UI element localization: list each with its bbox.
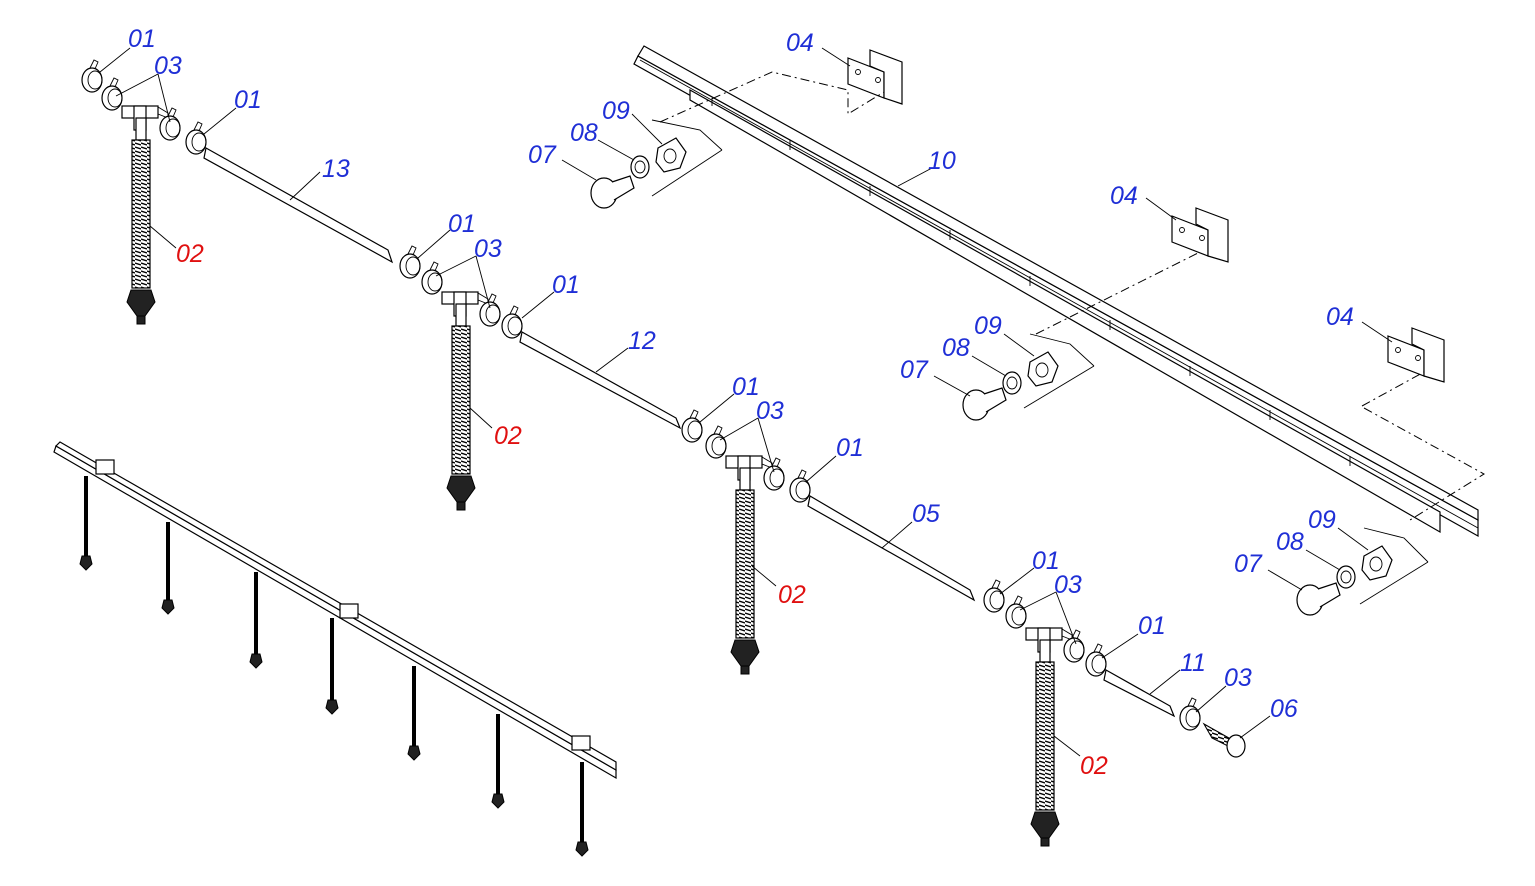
hose-clamp <box>1005 595 1027 629</box>
washer <box>1002 371 1022 395</box>
assembled-boom-overview <box>53 441 617 857</box>
mounting-bracket <box>1387 327 1445 383</box>
callout-09: 09 <box>602 97 630 125</box>
callout-07: 07 <box>1234 550 1263 578</box>
boom-section-1 <box>81 59 394 325</box>
callout-02: 02 <box>176 240 204 268</box>
nozzle-drop-hose <box>126 117 156 325</box>
callout-01: 01 <box>732 373 760 401</box>
hose-clamp <box>1085 643 1107 677</box>
rail-channel <box>633 45 1479 538</box>
callout-07: 07 <box>528 141 557 169</box>
callout-01: 01 <box>552 271 580 299</box>
callout-01: 01 <box>1138 612 1166 640</box>
leader-lines <box>99 47 1393 757</box>
callout-01: 01 <box>128 25 156 53</box>
bolt-set <box>962 333 1095 421</box>
hose-section-05 <box>807 495 976 602</box>
nozzle-drop-hose <box>446 303 476 511</box>
callout-04: 04 <box>1110 182 1138 210</box>
assembly-centerlines <box>659 71 1485 521</box>
callout-08: 08 <box>570 119 598 147</box>
hose-section-11 <box>1103 669 1176 718</box>
callout-04: 04 <box>1326 303 1354 331</box>
hose-clamp <box>789 469 811 503</box>
callout-01: 01 <box>448 210 476 238</box>
callout-08: 08 <box>942 334 970 362</box>
hose-clamp <box>421 261 443 295</box>
hose-clamp <box>763 457 785 491</box>
washer <box>630 155 650 179</box>
callout-03: 03 <box>474 235 502 263</box>
hose-clamp <box>399 245 421 279</box>
callout-11: 11 <box>1180 649 1206 677</box>
callout-01: 01 <box>234 86 262 114</box>
callout-03: 03 <box>1054 571 1082 599</box>
callout-02: 02 <box>494 422 522 450</box>
callout-10: 10 <box>928 147 956 175</box>
hose-clamp <box>705 425 727 459</box>
hose-clamp <box>159 107 181 141</box>
callout-08: 08 <box>1276 528 1304 556</box>
hose-clamp <box>1063 629 1085 663</box>
hose-clamp <box>185 121 207 155</box>
callout-01: 01 <box>1032 547 1060 575</box>
bolt-set <box>590 119 723 209</box>
washer <box>1336 565 1356 589</box>
callout-03: 03 <box>154 52 182 80</box>
callout-09: 09 <box>974 312 1002 340</box>
hose-clamp <box>81 59 103 93</box>
overview-drops <box>79 476 589 857</box>
callout-13: 13 <box>322 155 350 183</box>
boom-section-3 <box>681 409 976 675</box>
callout-01: 01 <box>836 434 864 462</box>
callout-04: 04 <box>786 29 814 57</box>
callout-labels: 01 03 01 13 02 01 03 01 12 02 01 03 01 0… <box>128 25 1354 780</box>
hose-section-12 <box>519 331 682 430</box>
boom-section-2 <box>399 245 682 511</box>
boom-section-4 <box>983 579 1246 847</box>
hex-nut <box>655 137 687 173</box>
callout-12: 12 <box>628 327 656 355</box>
callout-07: 07 <box>900 356 929 384</box>
hose-clamp <box>501 305 523 339</box>
mounting-bracket <box>847 49 903 105</box>
callout-02: 02 <box>778 581 806 609</box>
callout-02: 02 <box>1080 752 1108 780</box>
bolt-set <box>1296 527 1429 616</box>
hose-clamp <box>681 409 703 443</box>
callout-06: 06 <box>1270 695 1298 723</box>
hose-clamp <box>479 293 501 327</box>
callout-09: 09 <box>1308 506 1336 534</box>
mounting-bracket <box>1171 207 1229 263</box>
callout-03: 03 <box>1224 664 1252 692</box>
nozzle-drop-hose <box>730 467 760 675</box>
callout-03: 03 <box>756 397 784 425</box>
nozzle-drop-hose <box>1030 639 1060 847</box>
callout-05: 05 <box>912 500 940 528</box>
hose-clamp <box>983 579 1005 613</box>
hex-nut <box>1027 351 1059 387</box>
hex-nut <box>1361 545 1393 581</box>
hose-section-13 <box>203 147 394 264</box>
hose-clamp <box>1179 697 1201 731</box>
end-cap-plug <box>1202 722 1246 758</box>
